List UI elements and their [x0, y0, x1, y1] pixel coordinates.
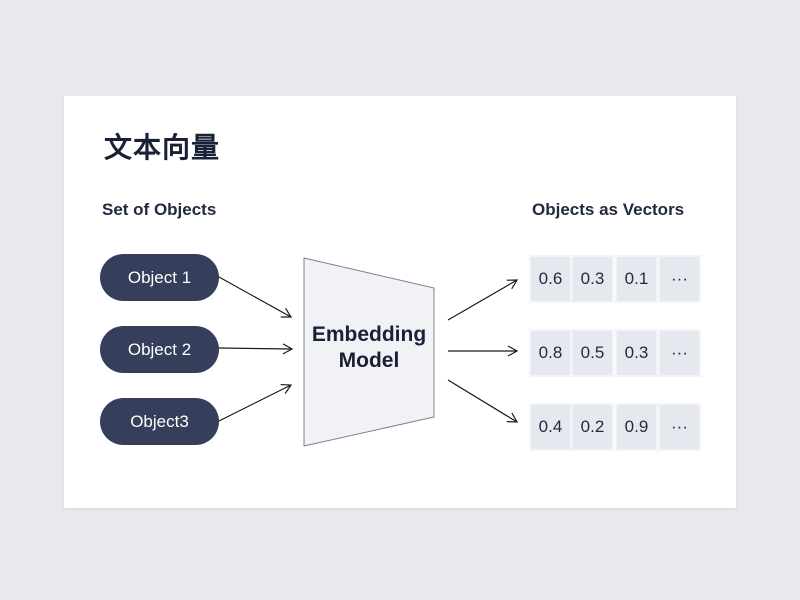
vector-3-cell-ellipsis: ···	[660, 405, 699, 449]
vector-1-cell-1: 0.6	[531, 257, 570, 301]
model-label-line2: Model	[338, 349, 400, 372]
object-pill-2: Object 2	[100, 326, 219, 373]
model-label-line1: Embedding	[311, 323, 427, 346]
vector-3-cell-2: 0.2	[573, 405, 612, 449]
embedding-model-trapezoid	[303, 257, 435, 447]
vector-3-cell-3: 0.9	[617, 405, 656, 449]
set-of-objects-label: Set of Objects	[102, 200, 217, 219]
embedding-model-label: Embedding Model	[304, 322, 434, 374]
object-pill-1: Object 1	[100, 254, 219, 301]
arrow-object1-to-model	[218, 276, 293, 318]
objects-as-vectors-label: Objects as Vectors	[532, 200, 685, 219]
vector-3-cell-1: 0.4	[531, 405, 570, 449]
vector-1-cell-2: 0.3	[573, 257, 612, 301]
vector-1-cell-3: 0.1	[617, 257, 656, 301]
vector-2-cell-2: 0.5	[573, 331, 612, 375]
arrow-object3-to-model	[218, 383, 293, 422]
vector-1-cell-ellipsis: ···	[660, 257, 699, 301]
vector-2-cell-1: 0.8	[531, 331, 570, 375]
arrow-model-to-vector3	[447, 379, 519, 423]
arrow-model-to-vector1	[447, 279, 519, 321]
arrow-object2-to-model	[218, 343, 294, 355]
object-pill-3: Object3	[100, 398, 219, 445]
diagram-title: 文本向量	[104, 131, 221, 164]
vector-2-cell-ellipsis: ···	[660, 331, 699, 375]
vector-2-cell-3: 0.3	[617, 331, 656, 375]
